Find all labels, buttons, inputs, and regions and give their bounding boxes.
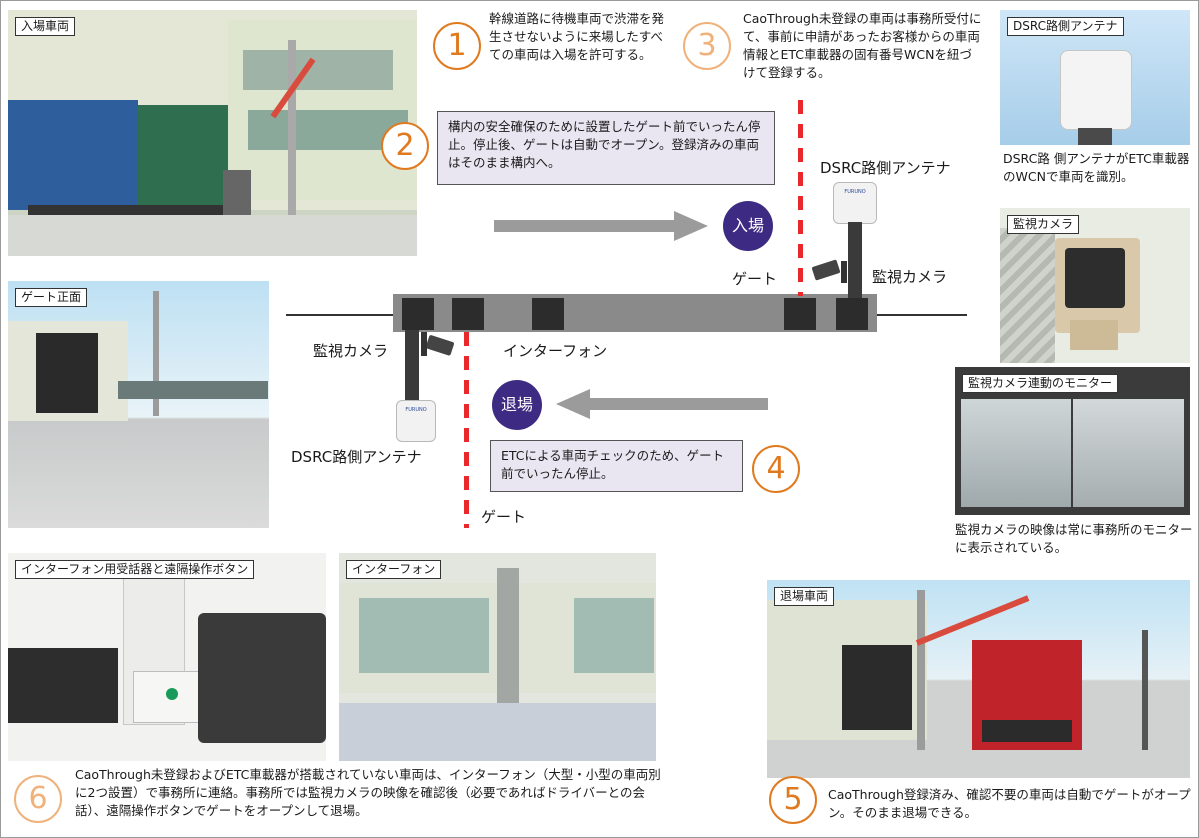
enter-circle: 入場 [723, 201, 773, 251]
photo-label: 退場車両 [774, 587, 835, 606]
road-line-right [877, 314, 967, 316]
gate-bottom-label: ゲート [481, 508, 527, 526]
photo-label: インターフォン [346, 560, 442, 579]
step-6-number: 6 [14, 775, 62, 823]
road-line-left [286, 314, 393, 316]
dsrc-antenna-top: FURUNO [833, 182, 877, 224]
exit-circle: 退場 [492, 380, 542, 430]
dsrc-bottom-label: DSRC路側アンテナ [291, 448, 422, 466]
photo-label: DSRC路側アンテナ [1007, 17, 1124, 36]
antenna-brand-text: FURUNO [405, 407, 427, 413]
step-4-box: ETCによる車両チェックのため、ゲート前でいったん停止。 [490, 440, 743, 492]
step-5-text: CaoThrough登録済み、確認不要の車両は自動でゲートがオープン。そのまま退… [828, 787, 1191, 820]
photo-label: 入場車両 [15, 17, 76, 36]
gate-block-3 [784, 298, 816, 330]
antenna-post-bottom [405, 330, 419, 402]
camera-icon [811, 259, 847, 283]
intercom-photo: インターフォン [339, 553, 656, 761]
monitor-photo: 監視カメラ連動のモニター [955, 367, 1190, 515]
photo-label: ゲート正面 [15, 288, 88, 307]
intercom-label: インターフォン [503, 342, 608, 360]
step-6-text: CaoThrough未登録およびETC車載器が搭載されていない車両は、インターフ… [75, 767, 661, 818]
gate-top-label: ゲート [732, 270, 778, 288]
enter-arrow [494, 211, 708, 241]
step-2-number: 2 [381, 122, 429, 170]
camera-icon [421, 332, 454, 356]
step-2-box: 構内の安全確保のために設置したゲート前でいったん停止。停止後、ゲートは自動でオー… [437, 111, 775, 185]
photo-label: 監視カメラ [1007, 215, 1080, 234]
gate-block-4 [836, 298, 868, 330]
intercom-block [532, 298, 564, 330]
photo-label: 監視カメラ連動のモニター [962, 374, 1119, 393]
gate-pole-top [798, 100, 803, 296]
step-5-number: 5 [769, 776, 817, 824]
dsrc-antenna-bottom: FURUNO [396, 400, 436, 442]
intercom-receiver-photo: インターフォン用受話器と遠隔操作ボタン [8, 553, 326, 761]
camera-photo: 監視カメラ [1000, 208, 1190, 363]
camera-bottom-label: 監視カメラ [313, 342, 389, 360]
gate-block-2 [452, 298, 484, 330]
dsrc-caption: DSRC路 側アンテナがETC車載器のWCNで車両を識別。 [1003, 151, 1190, 184]
entry-vehicle-photo: 入場車両 [8, 10, 417, 256]
step-1-number: 1 [433, 22, 481, 70]
gate-front-photo: ゲート正面 [8, 281, 269, 528]
step-3-text: CaoThrough未登録の車両は事務所受付にて、事前に申請があったお客様からの… [743, 11, 982, 80]
antenna-brand-text: FURUNO [844, 189, 866, 195]
monitor-caption: 監視カメラの映像は常に事務所のモニターに表示されている。 [955, 522, 1193, 555]
gate-block-1 [402, 298, 434, 330]
photo-label: インターフォン用受話器と遠隔操作ボタン [15, 560, 255, 579]
step-4-number: 4 [752, 445, 800, 493]
dsrc-antenna-photo: DSRC路側アンテナ [1000, 10, 1190, 145]
step-3-number: 3 [683, 22, 731, 70]
dsrc-top-label: DSRC路側アンテナ [820, 159, 951, 177]
camera-top-label: 監視カメラ [872, 268, 948, 286]
gate-pole-bottom [464, 332, 469, 528]
step-1-text: 幹線道路に待機車両で渋滞を発生させないように来場したすべての車両は入場を許可する… [489, 11, 665, 62]
antenna-post-top [848, 222, 862, 298]
exit-vehicle-photo: 退場車両 [767, 580, 1190, 778]
exit-arrow [556, 389, 768, 419]
